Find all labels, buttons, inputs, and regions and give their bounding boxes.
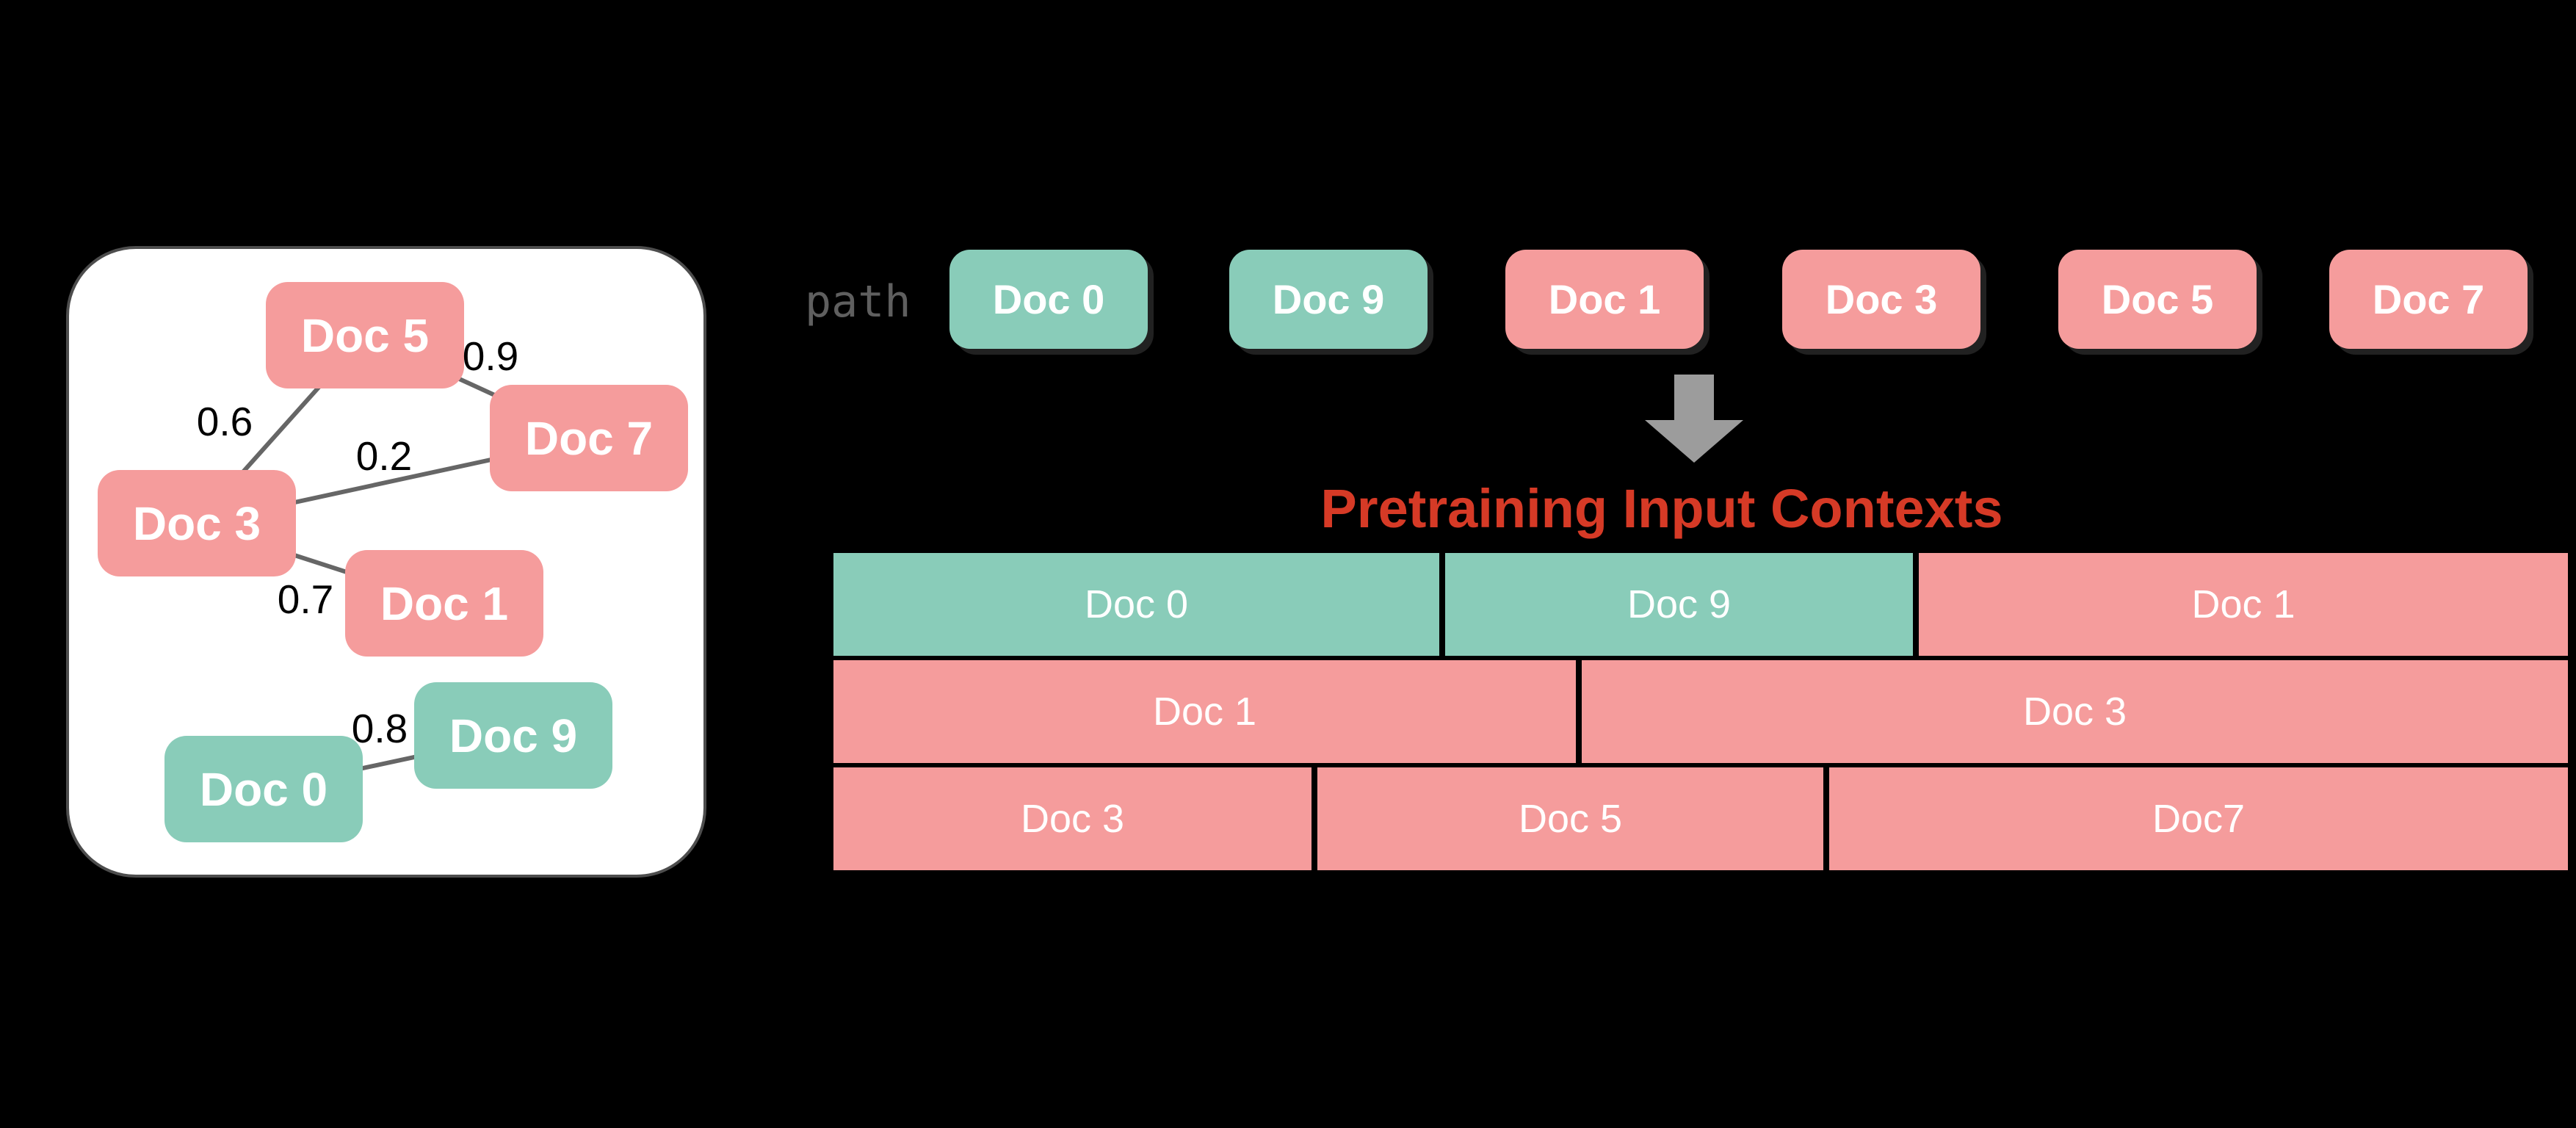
pretraining-contexts-title: Pretraining Input Contexts — [1320, 478, 2003, 539]
path-box-doc9: Doc 9 — [1229, 250, 1428, 349]
down-arrow-shaft — [1674, 375, 1714, 422]
path-box-doc7: Doc 7 — [2329, 250, 2528, 349]
edge-weight-doc0-doc9: 0.8 — [351, 706, 408, 751]
path-box-doc3: Doc 3 — [1782, 250, 1980, 349]
context-segment: Doc 3 — [833, 767, 1311, 870]
path-box-doc5: Doc 5 — [2058, 250, 2257, 349]
context-row-3: Doc 3 Doc 5 Doc7 — [833, 767, 2568, 870]
pretraining-context-rows: Doc 0 Doc 9 Doc 1 Doc 1 Doc 3 Doc 3 Doc … — [833, 553, 2568, 870]
down-arrow-icon — [1645, 375, 1743, 463]
context-row-2: Doc 1 Doc 3 — [833, 660, 2568, 763]
path-box-doc1: Doc 1 — [1505, 250, 1704, 349]
edge-weight-doc3-doc1: 0.7 — [277, 576, 334, 622]
graph-node-doc1: Doc 1 — [345, 550, 543, 657]
graph-node-doc7: Doc 7 — [490, 385, 688, 491]
edge-weight-doc3-doc7: 0.2 — [355, 433, 413, 479]
graph-node-doc5: Doc 5 — [266, 282, 464, 388]
edge-weight-doc5-doc7: 0.9 — [462, 333, 519, 379]
context-segment: Doc 5 — [1317, 767, 1823, 870]
context-segment: Doc 3 — [1582, 660, 2568, 763]
context-segment: Doc 1 — [833, 660, 1576, 763]
edge-weight-doc5-doc3: 0.6 — [196, 399, 253, 444]
graph-node-doc9: Doc 9 — [414, 682, 612, 789]
context-segment: Doc 0 — [833, 553, 1439, 656]
document-graph-card: Doc 5 Doc 7 Doc 3 Doc 1 Doc 9 Doc 0 0.9 … — [66, 246, 706, 878]
context-segment: Doc 1 — [1919, 553, 2568, 656]
graph-node-doc3: Doc 3 — [98, 470, 296, 576]
path-box-doc0: Doc 0 — [949, 250, 1148, 349]
context-segment: Doc7 — [1829, 767, 2568, 870]
graph-node-doc0: Doc 0 — [164, 736, 363, 842]
down-arrow-head — [1645, 420, 1743, 463]
context-row-1: Doc 0 Doc 9 Doc 1 — [833, 553, 2568, 656]
context-segment: Doc 9 — [1445, 553, 1913, 656]
path-label: path — [805, 276, 911, 328]
